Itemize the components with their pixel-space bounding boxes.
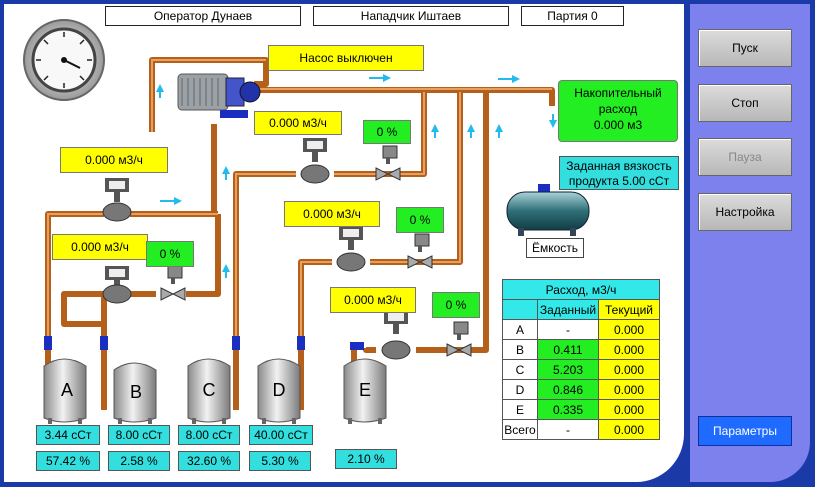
row-name: B [502, 339, 538, 360]
row-cur: 0.000 [598, 399, 660, 420]
accumulated-line1: Накопительный [574, 86, 662, 100]
storage-vessel [506, 184, 590, 236]
target-viscosity-line2: продукта 5.00 сСт [568, 174, 670, 188]
row-cur: 0.000 [598, 319, 660, 340]
row-name: E [502, 399, 538, 420]
control-valves [160, 145, 472, 357]
tank-a-viscosity: 3.44 сСт [36, 425, 100, 445]
process-diagram [23, 19, 590, 424]
flow-label-a: 0.000 м3/ч [60, 147, 168, 173]
pump-status: Насос выключен [268, 45, 424, 71]
accumulated-flow: Накопительный расход 0.000 м3 [558, 80, 678, 142]
flow-label-b: 0.000 м3/ч [52, 234, 148, 260]
control-sidebar [690, 4, 810, 482]
row-cur: 0.000 [598, 339, 660, 360]
parameters-button[interactable]: Параметры [698, 416, 792, 446]
flow-label-d: 0.000 м3/ч [330, 287, 416, 313]
tank-c-level: 32.60 % [178, 451, 240, 471]
row-set: 0.846 [537, 379, 599, 400]
valve-pct-main: 0 % [363, 120, 411, 144]
row-set: - [537, 419, 599, 440]
operator-field: Оператор Дунаев [105, 6, 301, 26]
tank-a-level: 57.42 % [36, 451, 100, 471]
tank-d-viscosity: 40.00 сСт [249, 425, 313, 445]
row-set: 5.203 [537, 359, 599, 380]
pause-button[interactable]: Пауза [698, 138, 792, 176]
tank-letter-e: E [358, 380, 371, 400]
row-name: A [502, 319, 538, 340]
valve-pct-b: 0 % [146, 241, 194, 267]
batch-field: Партия 0 [521, 6, 624, 26]
start-button[interactable]: Пуск [698, 29, 792, 67]
row-cur: 0.000 [598, 379, 660, 400]
target-viscosity: Заданная вязкость продукта 5.00 сСт [559, 156, 679, 190]
settings-button[interactable]: Настройка [698, 193, 792, 231]
tank-letter-a: A [60, 380, 73, 400]
pressure-gauge [23, 19, 105, 101]
tank-letter-b: B [129, 382, 142, 402]
pipe-highlights [47, 59, 552, 344]
flow-table-col-set: Заданный [537, 299, 599, 320]
tank-c-viscosity: 8.00 сСт [178, 425, 240, 445]
row-name: Всего [502, 419, 538, 440]
row-cur: 0.000 [598, 419, 660, 440]
valve-pct-d: 0 % [396, 207, 444, 233]
tank-b-level: 2.58 % [108, 451, 170, 471]
tank-letter-d: D [272, 380, 286, 400]
row-set: 0.335 [537, 399, 599, 420]
tank-b-viscosity: 8.00 сСт [108, 425, 170, 445]
row-name: C [502, 359, 538, 380]
pipe-couplings [44, 336, 364, 350]
table-row: A-0.000 [502, 319, 660, 340]
target-viscosity-line1: Заданная вязкость [566, 159, 672, 173]
row-set: 0.411 [537, 339, 599, 360]
row-name: D [502, 379, 538, 400]
flow-label-main: 0.000 м3/ч [254, 111, 342, 135]
tank-e-level: 2.10 % [335, 449, 397, 469]
flow-meters [102, 138, 411, 360]
flow-table-title: Расход, м3/ч [502, 279, 660, 300]
vessel-label: Ёмкость [526, 238, 584, 258]
accumulated-line3: 0.000 м3 [593, 118, 643, 132]
valve-pct-e: 0 % [432, 292, 480, 318]
row-set: - [537, 319, 599, 340]
stop-button[interactable]: Стоп [698, 84, 792, 122]
flow-arrows [156, 74, 557, 278]
row-cur: 0.000 [598, 359, 660, 380]
source-tanks [43, 358, 387, 424]
tank-d-level: 5.30 % [249, 451, 311, 471]
table-row: Всего-0.000 [502, 419, 660, 440]
flow-table-col-cur: Текущий [598, 299, 660, 320]
accumulated-line2: расход [598, 102, 638, 116]
adjuster-field: Нападчик Иштаев [313, 6, 509, 26]
process-panel: A B C D E Оператор Дунаев Нападчик Иштае… [4, 4, 684, 482]
pump-motor [177, 73, 261, 118]
tank-letter-c: C [202, 380, 216, 400]
flow-label-c: 0.000 м3/ч [284, 201, 380, 227]
